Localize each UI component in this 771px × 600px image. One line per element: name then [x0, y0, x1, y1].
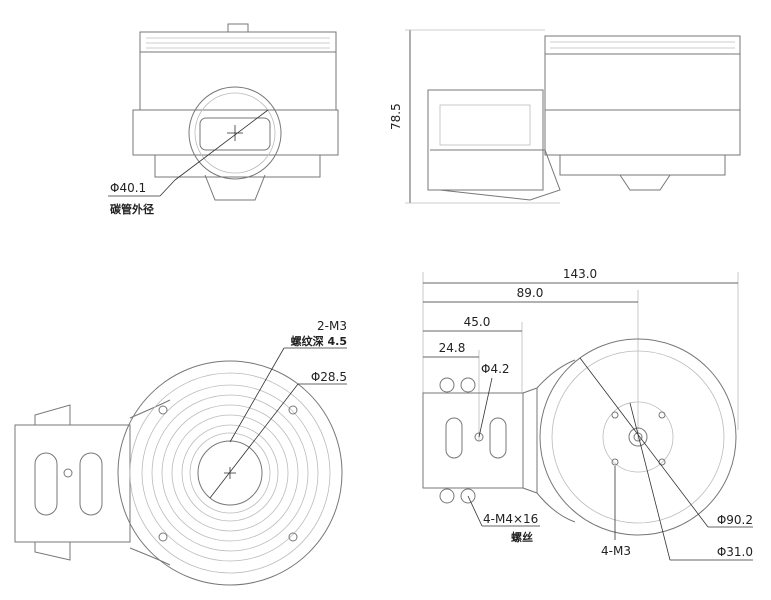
outer-diameter-label: Φ90.2 — [717, 513, 753, 527]
bore-label: Φ28.5 — [311, 370, 347, 384]
dim-flange-label: 45.0 — [464, 315, 491, 329]
tube-diameter-label: Φ40.1 — [110, 181, 146, 195]
dim-hole-label: 24.8 — [439, 341, 466, 355]
side-view: 78.5 — [389, 29, 741, 204]
dim-center-label: 89.0 — [517, 286, 544, 300]
motor-screws-label: 4-M3 — [601, 544, 631, 558]
thread-label: 2-M3 — [317, 319, 347, 333]
hub-diameter-label: Φ31.0 — [717, 545, 753, 559]
screws-label: 4-M4×16 — [483, 512, 538, 526]
front-view: Φ40.1 碳管外径 — [108, 23, 339, 216]
dim-total-label: 143.0 — [563, 267, 597, 281]
thread-depth-label: 螺纹深 4.5 — [291, 334, 347, 348]
hole-diameter-label: Φ4.2 — [481, 362, 510, 376]
height-label: 78.5 — [389, 103, 403, 130]
bottom-view: 2-M3 螺纹深 4.5 Φ28.5 — [14, 319, 347, 586]
tube-note-label: 碳管外径 — [110, 202, 154, 216]
screws-note-label: 螺丝 — [511, 530, 533, 544]
top-view: 143.0 89.0 45.0 24.8 Φ4.2 4-M4×16 螺丝 4-M… — [422, 267, 753, 561]
